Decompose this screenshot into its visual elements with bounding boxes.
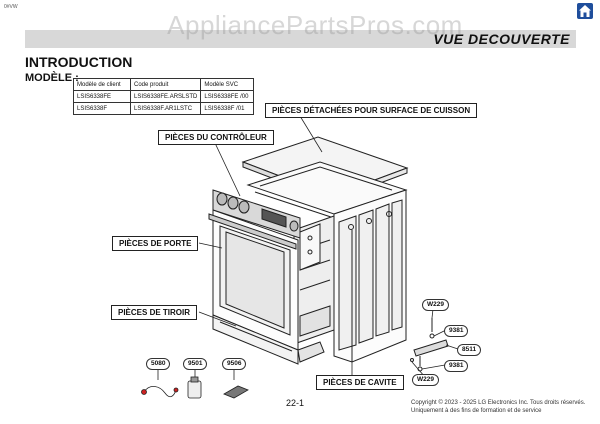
oven-door bbox=[208, 209, 299, 351]
part-number-w229-bottom[interactable]: W229 bbox=[412, 374, 439, 386]
leader-cooktop bbox=[299, 115, 323, 153]
banner-title: VUE DECOUVERTE bbox=[433, 31, 570, 47]
part-number-9381-top[interactable]: 9381 bbox=[444, 325, 469, 337]
table-cell: LSIS6338F /01 bbox=[200, 102, 255, 115]
part-9501-bottle bbox=[187, 376, 202, 399]
warming-drawer bbox=[212, 314, 325, 365]
page-number: 22-1 bbox=[286, 398, 305, 408]
model-label: MODÈLE : bbox=[25, 72, 79, 84]
copyright-line: Copyright © 2023 - 2025 LG Electronics I… bbox=[411, 400, 586, 406]
copyright-notice: Copyright © 2023 - 2025 LG Electronics I… bbox=[411, 399, 585, 415]
hinge-hardware bbox=[410, 318, 449, 372]
part-5080-cable bbox=[141, 386, 179, 398]
oven-body bbox=[333, 189, 407, 363]
page-code: 0#VW bbox=[4, 4, 18, 10]
part-number-9506[interactable]: 9506 bbox=[222, 358, 247, 370]
callout-controller-parts[interactable]: PIÈCES DU CONTRÔLEUR bbox=[158, 130, 274, 145]
part-number-8511[interactable]: 8511 bbox=[457, 344, 482, 356]
callout-cavity-parts[interactable]: PIÈCES DE CAVITE bbox=[316, 375, 404, 390]
leader-controller bbox=[214, 142, 241, 197]
table-row: LSIS6338F LSIS6338F.AR1LSTC LSIS6338F /0… bbox=[73, 102, 255, 115]
table-header-row: Modèle de client Code produit Modèle SVC bbox=[73, 78, 255, 91]
callout-drawer-parts[interactable]: PIÈCES DE TIROIR bbox=[111, 305, 198, 320]
title-banner: VUE DECOUVERTE bbox=[25, 30, 576, 48]
leader-door bbox=[198, 242, 223, 249]
part-number-9381-bottom[interactable]: 9381 bbox=[444, 360, 469, 372]
usage-line: Uniquement à des fins de formation et de… bbox=[411, 408, 542, 414]
table-cell: LSIS6338F bbox=[73, 102, 131, 115]
leader-drawer bbox=[198, 311, 237, 327]
leader-9381-bottom bbox=[421, 364, 446, 370]
part-9506-pad bbox=[223, 385, 249, 399]
callout-cooktop-parts[interactable]: PIÈCES DÉTACHÉES POUR SURFACE DE CUISSON bbox=[265, 103, 478, 118]
part-number-5080[interactable]: 5080 bbox=[146, 358, 171, 370]
watermark: AppliancePartsPros.com bbox=[167, 10, 463, 40]
section-title: INTRODUCTION bbox=[25, 54, 133, 70]
model-table: Modèle de client Code produit Modèle SVC… bbox=[73, 78, 255, 115]
side-bracket bbox=[299, 223, 321, 271]
part-number-w229-top[interactable]: W229 bbox=[422, 299, 449, 311]
table-cell: LSIS6338F.AR1LSTC bbox=[129, 102, 202, 115]
leader-8511 bbox=[445, 344, 459, 350]
callout-door-parts[interactable]: PIÈCES DE PORTE bbox=[112, 236, 199, 251]
home-icon[interactable] bbox=[576, 2, 594, 20]
part-number-9501[interactable]: 9501 bbox=[183, 358, 208, 370]
